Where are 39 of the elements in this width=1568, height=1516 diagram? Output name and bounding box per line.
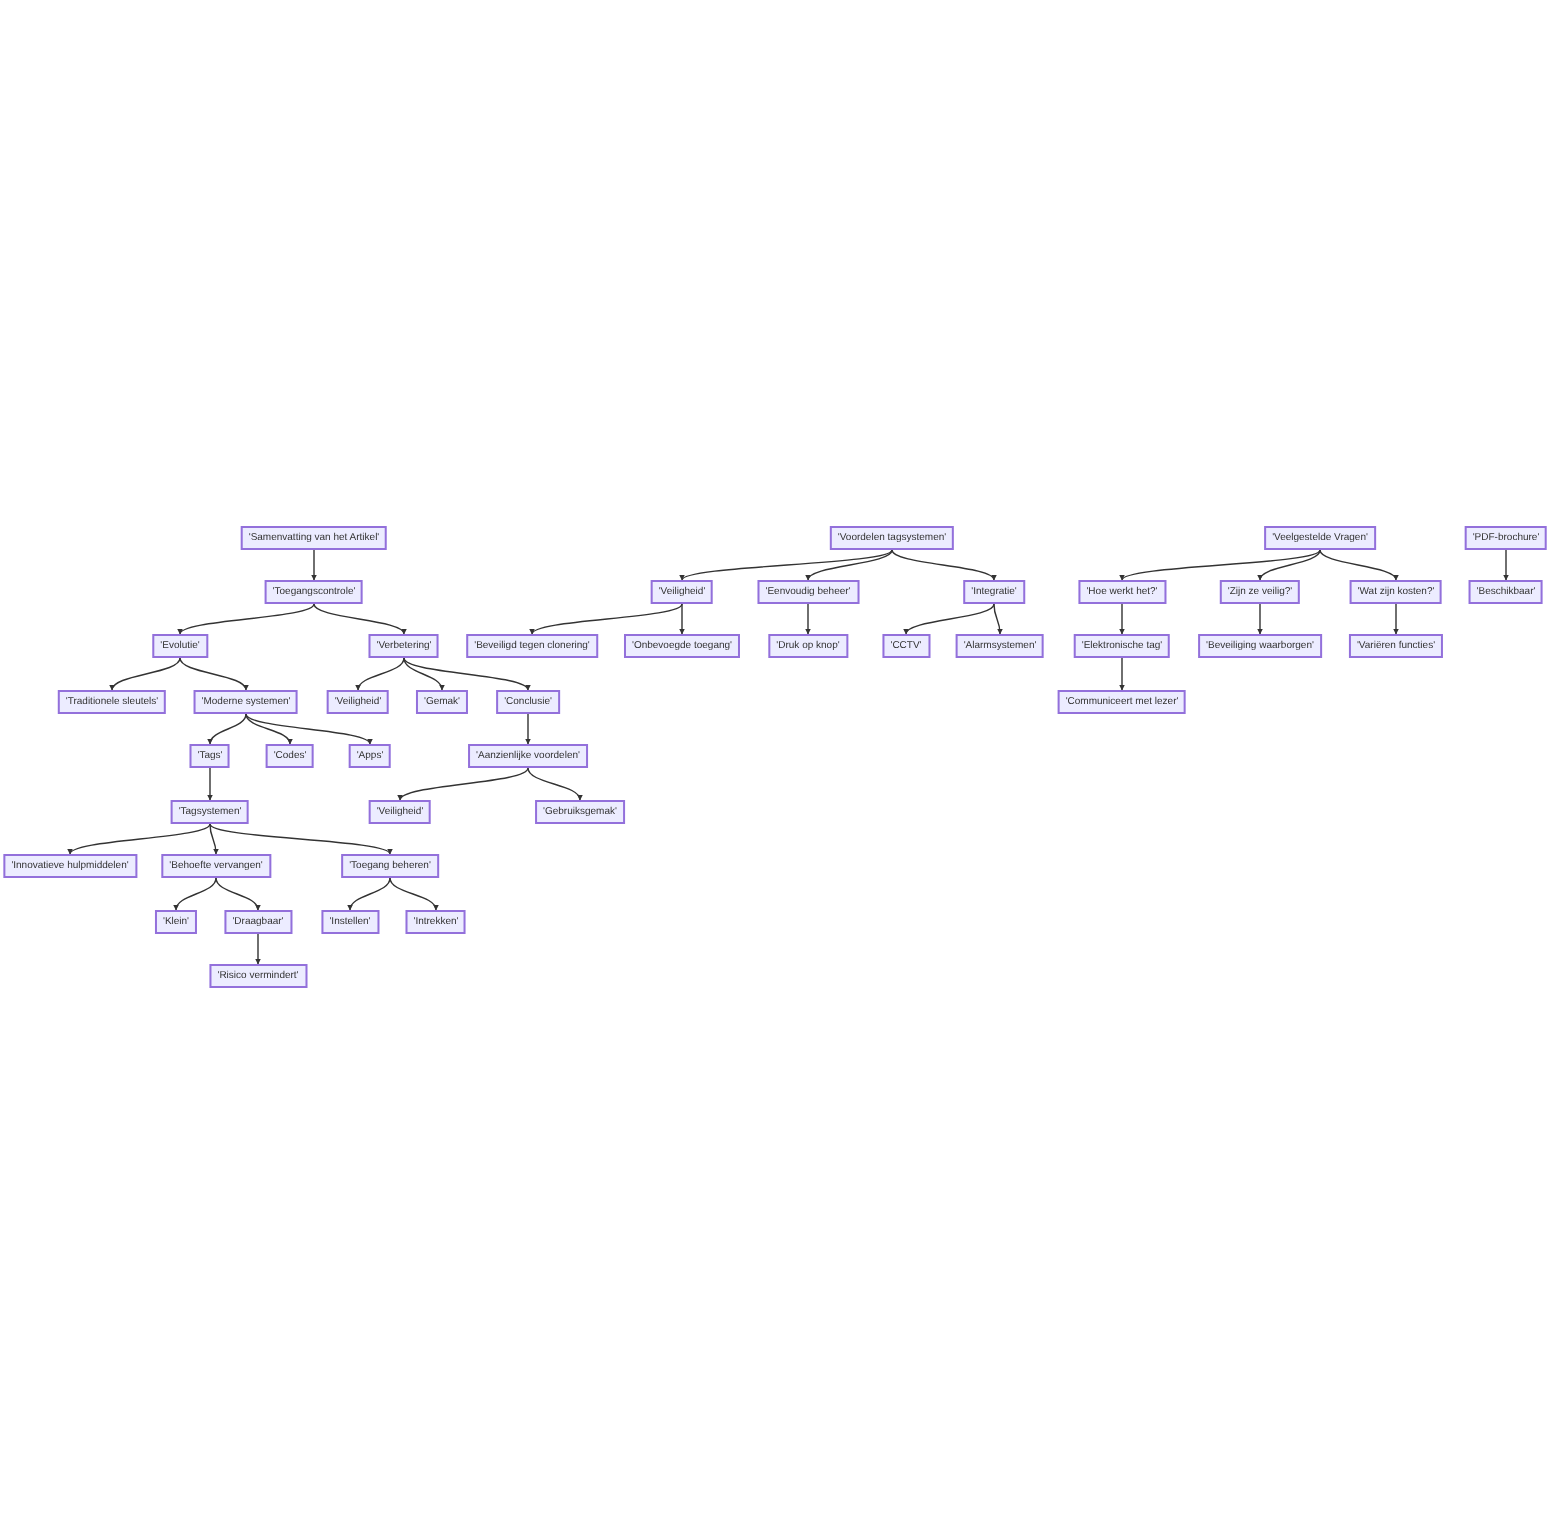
arrow — [313, 603, 405, 635]
arrow — [179, 603, 315, 635]
arrow — [174, 877, 217, 911]
arrow — [179, 657, 247, 691]
arrow — [245, 713, 371, 745]
arrow — [1319, 549, 1397, 581]
arrow — [209, 823, 219, 855]
arrow — [1393, 603, 1399, 635]
arrow — [208, 713, 247, 745]
arrow — [207, 767, 213, 801]
arrow — [1259, 549, 1321, 581]
arrow — [348, 877, 391, 911]
arrow — [255, 933, 261, 965]
arrow — [525, 713, 531, 745]
arrow — [679, 603, 685, 635]
arrow — [69, 823, 211, 855]
arrow — [311, 549, 317, 581]
arrow — [1503, 549, 1509, 581]
arrow — [403, 657, 529, 691]
arrow — [399, 767, 529, 801]
arrow — [1121, 549, 1321, 581]
arrow — [1257, 603, 1263, 635]
arrow — [807, 549, 893, 581]
arrow — [681, 549, 893, 581]
arrow — [891, 549, 995, 581]
arrow — [993, 603, 1003, 635]
arrow — [245, 713, 292, 745]
arrow — [905, 603, 995, 635]
arrow — [1119, 657, 1125, 691]
arrow — [215, 877, 260, 911]
arrow — [389, 877, 438, 911]
arrow — [356, 657, 405, 691]
arrow — [531, 603, 683, 635]
arrow — [805, 603, 811, 635]
arrow — [1119, 603, 1125, 635]
arrow — [403, 657, 444, 691]
arrow — [527, 767, 582, 801]
arrow — [111, 657, 181, 691]
arrow — [209, 823, 391, 855]
